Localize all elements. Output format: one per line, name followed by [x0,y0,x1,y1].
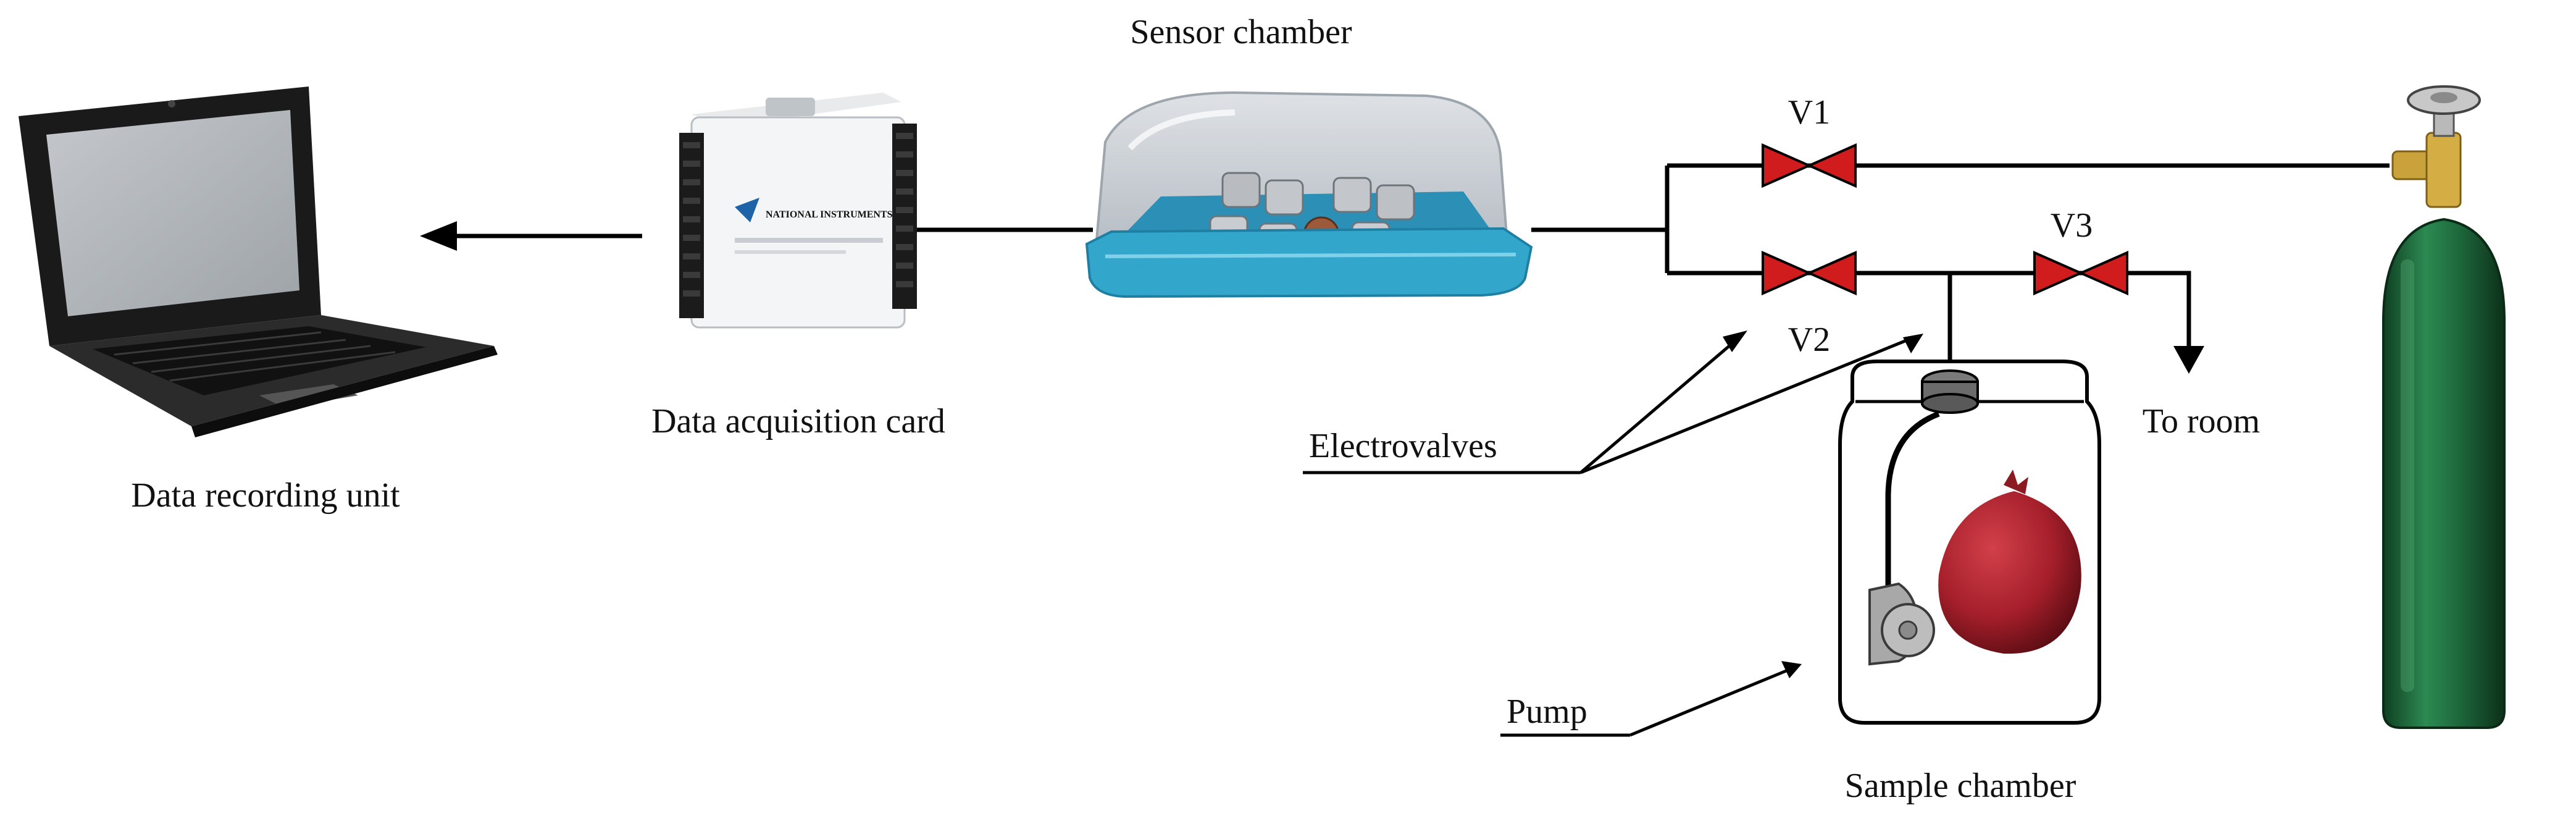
pump-arrowhead [1781,661,1802,678]
to-room-arrow [2173,346,2204,374]
electrovalves-arrowhead [1723,331,1747,352]
daq-card-icon: NATIONAL INSTRUMENTS [679,93,917,329]
sensor-chamber-label: Sensor chamber [1130,13,1352,51]
daq-card-label: Data acquisition card [651,402,945,440]
electrovalves-pointers [1303,337,1912,474]
daq-brand-logo: NATIONAL INSTRUMENTS [766,209,893,220]
gas-cylinder-icon [2382,85,2506,729]
valve-v3-label: V3 [2051,206,2093,245]
to-room-label: To room [2143,402,2260,440]
pump-pointer [1500,668,1788,737]
data-recording-unit-label: Data recording unit [131,476,400,515]
sensor-chamber-icon [1085,91,1533,298]
pump-label: Pump [1507,693,1587,731]
sample-chamber-icon [1838,360,2101,725]
signal-arrow [420,221,642,251]
valve-v2-icon [1762,250,1857,296]
electrovalves-label: Electrovalves [1309,427,1497,465]
sample-chamber-label: Sample chamber [1845,767,2076,805]
valve-v1-label: V1 [1788,93,1830,132]
valve-v2-label: V2 [1788,321,1830,359]
electrovalves-arrowhead [1903,334,1923,353]
gas-lines [1531,163,2390,371]
valve-v1-icon [1762,143,1857,188]
laptop-icon [19,86,498,437]
valve-v3-icon [2033,250,2128,296]
